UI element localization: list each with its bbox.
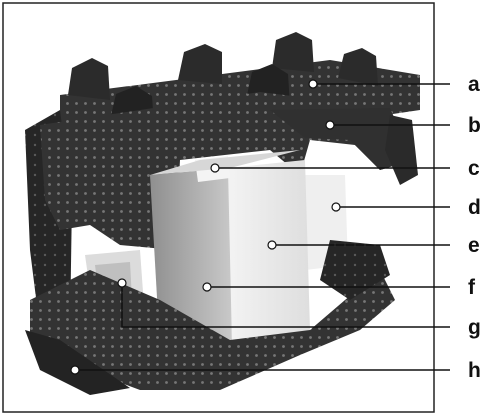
leader-line-g [121, 283, 450, 328]
box-front [228, 160, 310, 345]
foam-peg [338, 48, 378, 86]
leader-lines [75, 83, 450, 371]
callout-label-d: d [468, 196, 481, 219]
foam-peg [68, 58, 110, 100]
callout-label-h: h [468, 359, 481, 382]
callout-label-b: b [468, 114, 481, 137]
box-side [150, 168, 232, 350]
callout-label-f: f [468, 276, 476, 299]
foam-peg [272, 32, 314, 72]
callout-label-e: e [468, 234, 480, 257]
callout-label-a: a [468, 73, 480, 96]
leader-dots [70, 79, 341, 375]
foam-peg [178, 44, 222, 84]
callout-label-g: g [468, 316, 481, 339]
callout-label-c: c [468, 157, 480, 180]
product-photo [25, 32, 420, 395]
